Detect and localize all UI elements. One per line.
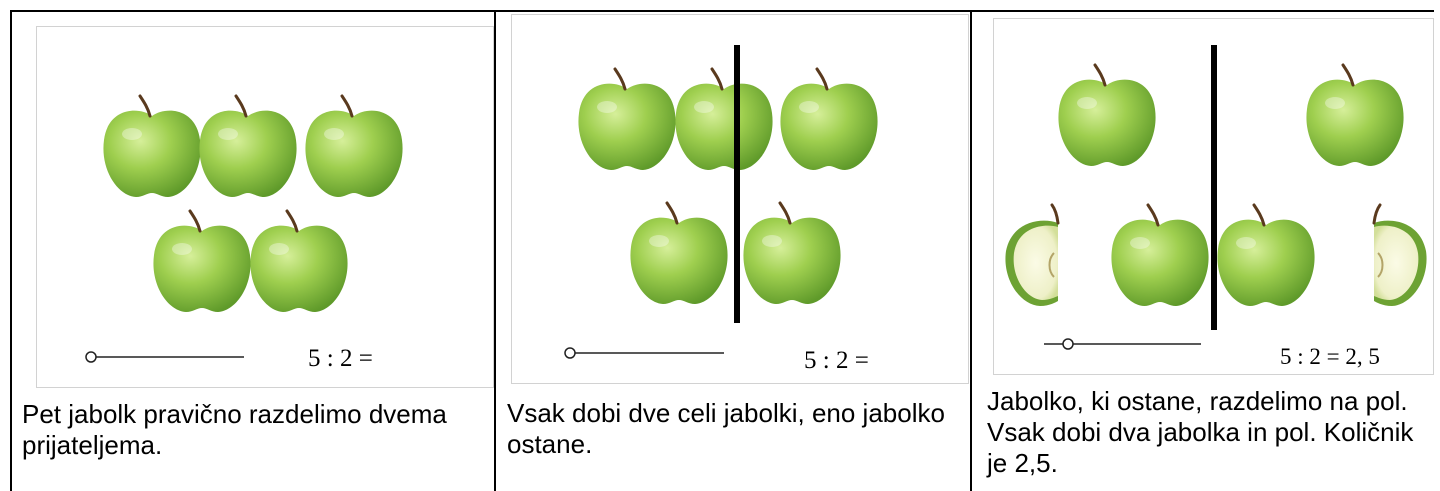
slider-handle[interactable] xyxy=(564,347,576,359)
apple-icon xyxy=(673,67,775,172)
applet-panel-1: 5 : 2 = xyxy=(36,26,494,388)
applet-panel-3: 5 : 2 = 2, 5 xyxy=(993,18,1434,375)
apple-icon xyxy=(1215,203,1317,308)
caption-text: Vsak dobi dve celi jabolki, eno jabolko … xyxy=(507,398,945,459)
apple-icon xyxy=(576,67,678,172)
table-border-top xyxy=(10,10,1434,12)
half-apple-icon xyxy=(1003,203,1060,308)
division-equation: 5 : 2 = xyxy=(804,347,869,374)
caption-text: Jabolko, ki ostane, razdelimo na pol. Vs… xyxy=(987,386,1414,478)
slider-handle[interactable] xyxy=(1062,338,1074,350)
apple-icon xyxy=(628,201,730,306)
slider[interactable] xyxy=(1044,338,1201,350)
caption-text: Pet jabolk pravično razdelimo dvema prij… xyxy=(22,399,447,460)
divider-line xyxy=(1211,45,1217,330)
half-apple-icon xyxy=(1372,203,1429,308)
apple-illustration-3 xyxy=(1003,45,1429,350)
apple-icon xyxy=(778,67,880,172)
table-divider-1 xyxy=(494,10,496,491)
apple-icon xyxy=(101,94,203,199)
division-equation: 5 : 2 = 2, 5 xyxy=(1280,344,1380,369)
slider-handle[interactable] xyxy=(85,351,97,363)
apple-icon xyxy=(248,209,350,314)
apple-icon xyxy=(151,209,253,314)
division-equation: 5 : 2 = xyxy=(308,345,373,372)
table-border-left xyxy=(10,10,12,491)
divider-line xyxy=(734,45,740,323)
apple-icon xyxy=(741,201,843,306)
apple-icon xyxy=(1109,203,1211,308)
apple-icon xyxy=(303,94,405,199)
apple-illustration-1 xyxy=(85,94,405,363)
slider[interactable] xyxy=(564,347,724,359)
slider[interactable] xyxy=(85,351,244,363)
apple-icon xyxy=(197,94,299,199)
apple-icon xyxy=(1304,63,1406,168)
applet-panel-2: 5 : 2 = xyxy=(511,14,969,384)
apple-icon xyxy=(1056,63,1158,168)
apple-illustration-2 xyxy=(564,45,880,359)
table-divider-2 xyxy=(970,10,972,491)
